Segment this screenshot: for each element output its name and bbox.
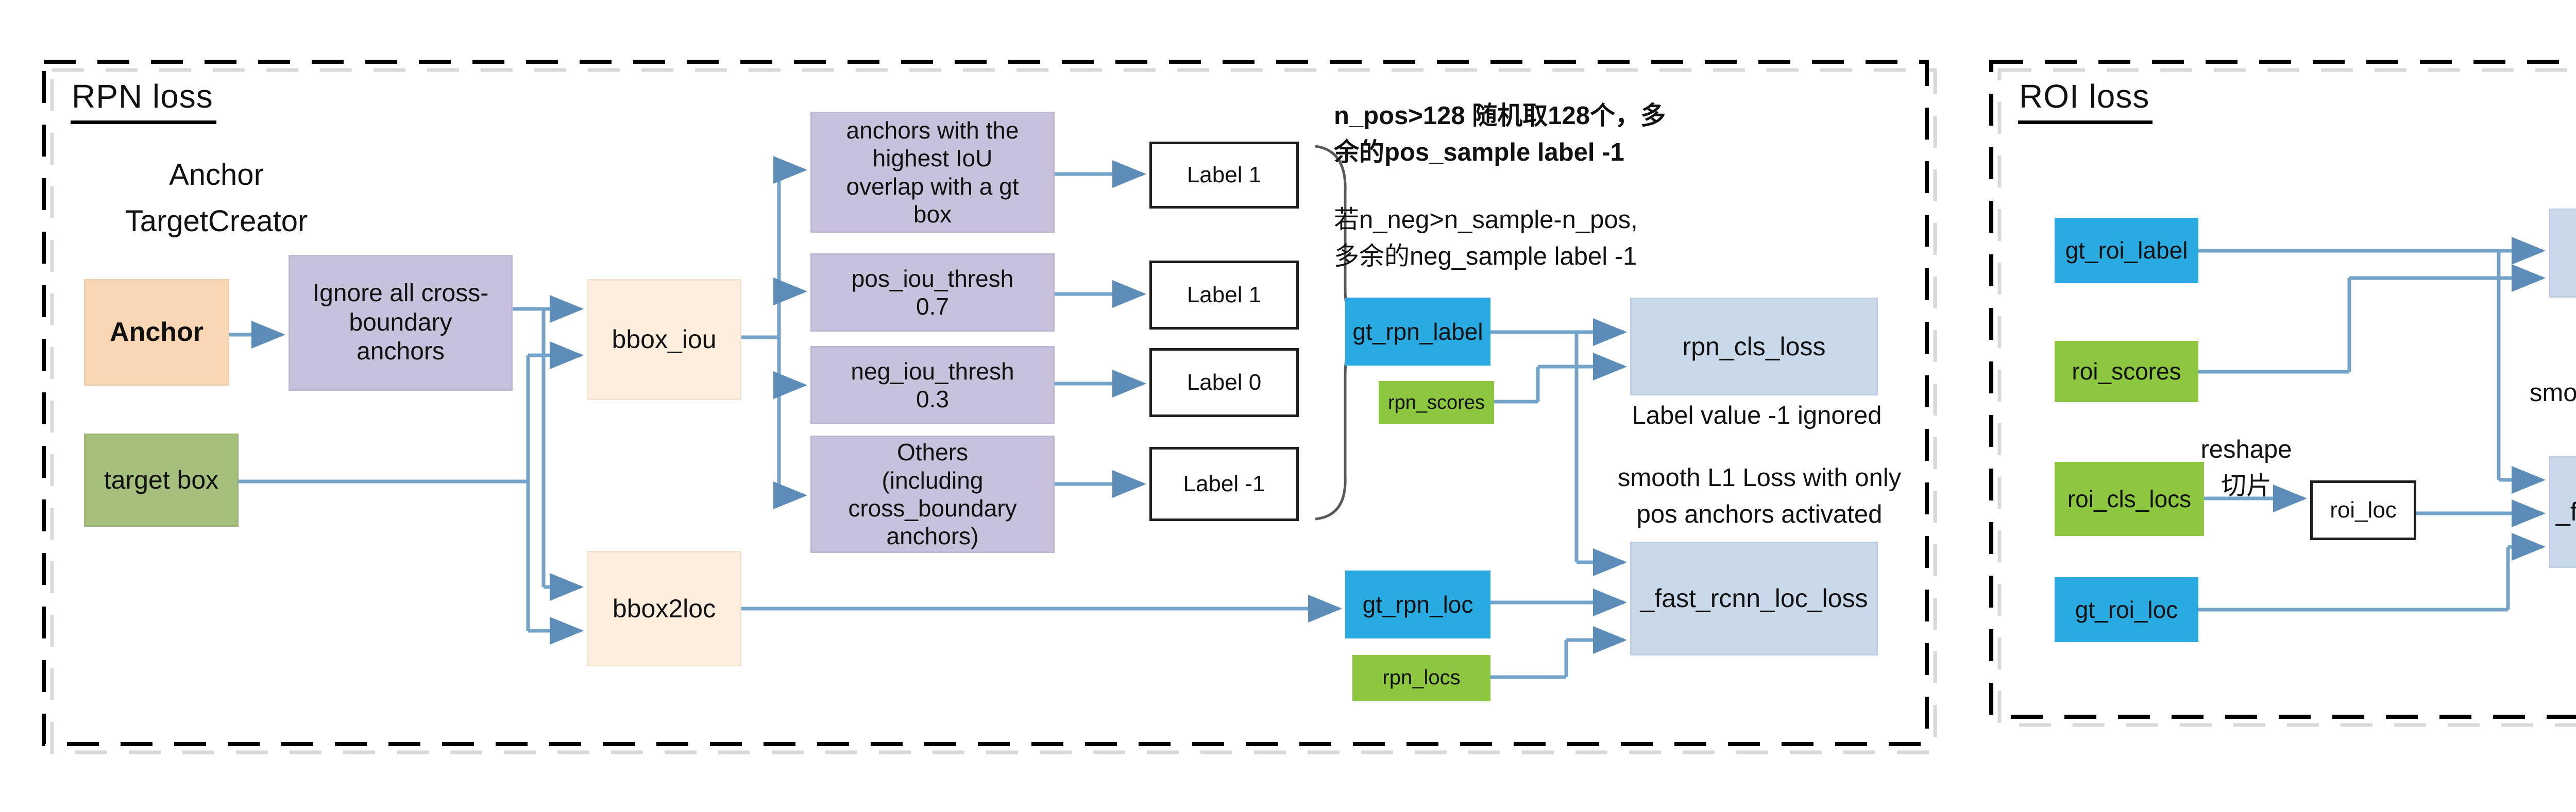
note-reshape: reshape 切片 — [2200, 436, 2292, 500]
anchor-target-creator-label: Anchor TargetCreator — [125, 158, 308, 238]
node-roi-cls-locs: roi_cls_locs — [2055, 462, 2204, 536]
node-neg-iou-thresh: neg_iou_thresh 0.3 — [810, 346, 1055, 424]
node-fast-rcnn-loc-loss: _fast_rcnn_loc_loss — [1630, 542, 1878, 655]
roi-title: ROI loss — [2018, 77, 2153, 124]
frame-shadows — [50, 68, 2576, 754]
node-bbox-iou: bbox_iou — [587, 279, 741, 400]
node-gt-rpn-loc: gt_rpn_loc — [1345, 571, 1490, 638]
node-rpn-cls-loss: rpn_cls_loss — [1630, 298, 1878, 395]
node-bbox2loc: bbox2loc — [587, 551, 741, 666]
note-label-ignored: Label value -1 ignored — [1632, 402, 1882, 429]
node-roi-loc: roi_loc — [2310, 480, 2416, 540]
connector-lines — [239, 170, 2510, 679]
node-label-1a: Label 1 — [1149, 142, 1299, 209]
node-anchor: Anchor — [84, 279, 229, 386]
node-label-1b: Label 1 — [1149, 261, 1299, 330]
rpn-title: RPN loss — [71, 77, 216, 124]
node-roi-scores: roi_scores — [2055, 341, 2198, 402]
node-label-0: Label 0 — [1149, 348, 1299, 417]
connector-arrows — [229, 156, 2546, 654]
node-pos-iou-thresh: pos_iou_thresh 0.7 — [810, 253, 1055, 332]
node-gt-roi-label: gt_roi_label — [2055, 218, 2198, 283]
note-pos-sample: n_pos>128 随机取128个，多 余的pos_sample label -… — [1334, 102, 1666, 167]
node-target-box: target box — [84, 434, 239, 527]
node-label-neg1: Label -1 — [1149, 447, 1299, 521]
note-neg-sample: 若n_neg>n_sample-n_pos, 多余的neg_sample lab… — [1334, 206, 1638, 271]
rpn-frame — [42, 60, 1929, 746]
node-highest-iou: anchors with the highest IoU overlap wit… — [810, 112, 1055, 233]
roi-frame — [1989, 60, 2576, 719]
node-gt-rpn-label: gt_rpn_label — [1345, 298, 1490, 366]
note-smooth-l1-roi: smooth L1 Loss with only fg roi activate… — [2529, 379, 2576, 407]
node-ignore-cross-boundary: Ignore all cross- boundary anchors — [289, 255, 513, 391]
note-smooth-l1-rpn: smooth L1 Loss with only pos anchors act… — [1617, 464, 1902, 529]
node-roi-fast-rcnn-loc-loss: _fast_rcnn_loc_loss — [2549, 456, 2576, 568]
node-roi-rpn-cls-loss: rpn_cls_loss — [2549, 209, 2576, 298]
node-rpn-locs: rpn_locs — [1352, 655, 1490, 701]
frames — [42, 60, 2576, 746]
node-others: Others (including cross_boundary anchors… — [810, 436, 1055, 553]
node-gt-roi-loc: gt_roi_loc — [2055, 577, 2198, 642]
node-rpn-scores: rpn_scores — [1379, 381, 1494, 424]
